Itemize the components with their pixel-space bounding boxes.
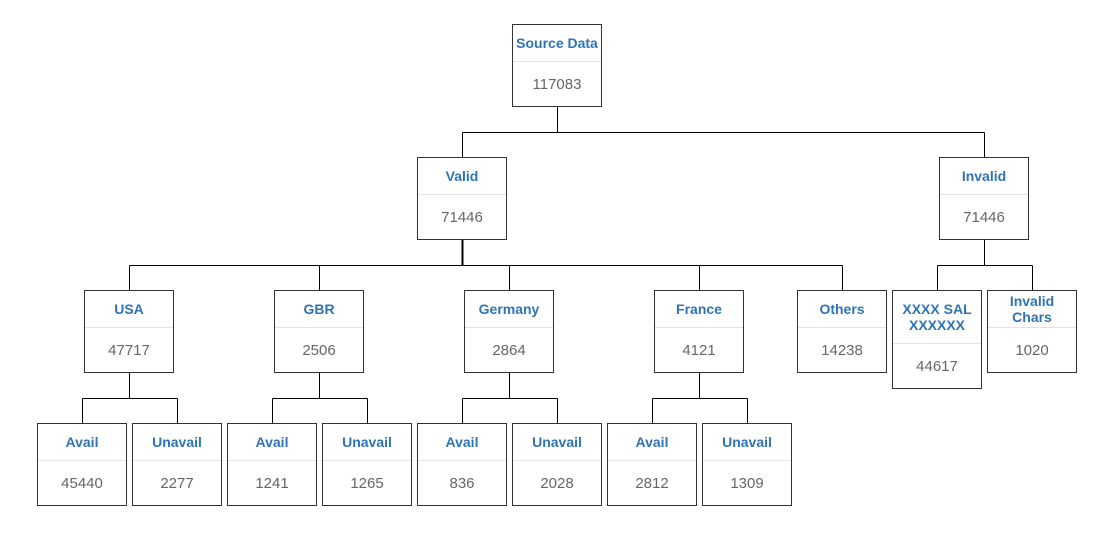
node-germany: Germany 2864 [464,290,554,373]
node-invalid-chars: Invalid Chars 1020 [987,290,1077,373]
node-label: USA [85,291,173,328]
node-value: 2812 [635,474,669,492]
node-value: 71446 [963,208,1005,226]
node-label: Germany [465,291,553,328]
node-usa-avail: Avail 45440 [37,423,127,506]
node-value: 71446 [441,208,483,226]
node-gbr-unavail: Unavail 1265 [322,423,412,506]
node-label: Unavail [703,424,791,461]
node-label: Invalid Chars [988,291,1076,328]
node-label: Others [798,291,886,328]
node-label: Valid [418,158,506,195]
node-label: Unavail [133,424,221,461]
node-label: Avail [608,424,696,461]
node-value: 2277 [160,474,194,492]
node-others: Others 14238 [797,290,887,373]
node-value: 2028 [540,474,574,492]
node-label: Source Data [513,25,601,62]
node-value: 4121 [682,341,716,359]
node-label: Avail [38,424,126,461]
node-label: France [655,291,743,328]
node-source-data: Source Data 117083 [512,24,602,107]
node-france: France 4121 [654,290,744,373]
node-gbr: GBR 2506 [274,290,364,373]
node-value: 2864 [492,341,526,359]
node-value: 45440 [61,474,103,492]
node-label: XXXX SAL XXXXXX [893,291,981,344]
node-france-unavail: Unavail 1309 [702,423,792,506]
node-xxxx-sal-xxxxxx: XXXX SAL XXXXXX 44617 [892,290,982,389]
node-value: 47717 [108,341,150,359]
node-value: 2506 [302,341,336,359]
node-germany-avail: Avail 836 [417,423,507,506]
node-value: 1241 [255,474,289,492]
node-label: Unavail [513,424,601,461]
node-gbr-avail: Avail 1241 [227,423,317,506]
node-invalid: Invalid 71446 [939,157,1029,240]
node-usa-unavail: Unavail 2277 [132,423,222,506]
node-value: 1265 [350,474,384,492]
node-label: Avail [228,424,316,461]
node-label: Invalid [940,158,1028,195]
node-france-avail: Avail 2812 [607,423,697,506]
node-value: 836 [449,474,475,492]
node-value: 1309 [730,474,764,492]
node-germany-unavail: Unavail 2028 [512,423,602,506]
node-usa: USA 47717 [84,290,174,373]
node-label: Unavail [323,424,411,461]
node-value: 44617 [916,357,958,375]
node-value: 1020 [1015,341,1049,359]
node-valid: Valid 71446 [417,157,507,240]
node-label: GBR [275,291,363,328]
node-label: Avail [418,424,506,461]
node-value: 14238 [821,341,863,359]
node-value: 117083 [532,75,582,93]
